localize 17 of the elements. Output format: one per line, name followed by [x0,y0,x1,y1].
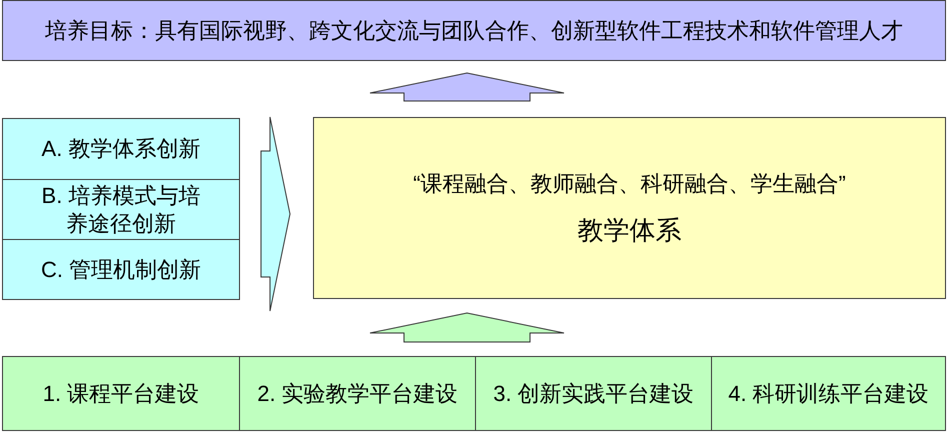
innovation-panel [2,118,240,300]
block-arrow [370,72,564,102]
platform-bar [2,356,946,431]
goal-text: 培养目标：具有国际视野、跨文化交流与团队合作、创新型软件工程技术和软件管理人才 [45,16,903,44]
block-arrow [260,116,291,312]
platform-text: 3. 创新实践平台建设 [493,380,694,408]
innovation-text: C. 管理机制创新 [40,256,202,284]
teaching-system-panel [313,117,946,299]
platform-text: 1. 课程平台建设 [42,380,200,408]
system-title: 教学体系 [578,214,682,246]
innovation-text: A. 教学体系创新 [42,135,200,163]
innovation-text: B. 培养模式与培养途径创新 [40,182,202,237]
platform-text: 2. 实验教学平台建设 [257,380,458,408]
block-arrow [370,312,564,342]
goal-banner [2,0,946,61]
platform-text: 4. 科研训练平台建设 [728,380,929,408]
fusion-text: “课程融合、教师融合、科研融合、学生融合” [413,170,846,197]
